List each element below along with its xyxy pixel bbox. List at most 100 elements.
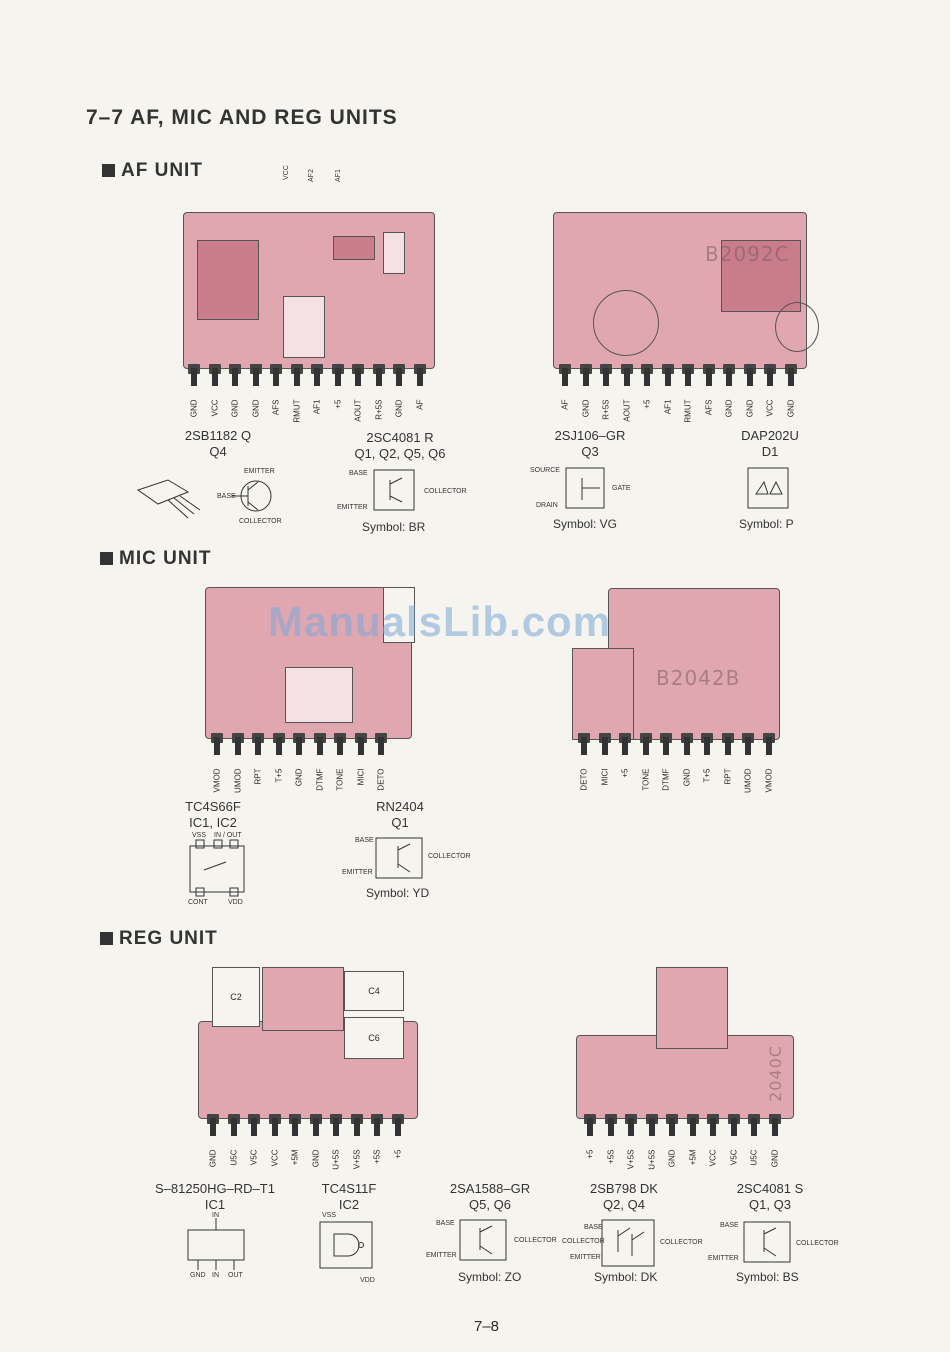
pin-lead [232, 368, 239, 386]
pin: +5 [615, 733, 636, 797]
pin: U+5S [326, 1114, 347, 1178]
pin-label: SOURCE [530, 467, 560, 474]
pin: U+5S [642, 1114, 663, 1178]
pin-label: RPT [253, 768, 263, 785]
pin: VCC [205, 364, 226, 428]
pin: TONE [636, 733, 657, 797]
pin: GND [306, 1114, 327, 1178]
pin: MICI [595, 733, 616, 797]
pin: AF [555, 364, 576, 428]
pin: RPT [718, 733, 739, 797]
pin-label: GND [682, 768, 692, 787]
component-pad [333, 236, 375, 260]
pin-lead [587, 1118, 594, 1136]
pin-lead [664, 368, 671, 386]
pin-lead [230, 1118, 237, 1136]
pin: GND [662, 1114, 683, 1178]
pin: VMOD [207, 733, 228, 797]
pin-label: VCC [210, 399, 220, 417]
pin-lead [607, 1118, 614, 1136]
pin-label: VSS [322, 1212, 337, 1219]
pin-label: DRAIN [536, 502, 558, 509]
pin-label: IN [212, 1272, 219, 1279]
pin-label: +5 [393, 1149, 403, 1159]
pin: UMOD [738, 733, 759, 797]
capacitor-c6: C6 [344, 1017, 404, 1059]
npn-symbol-icon [743, 1221, 791, 1263]
pin-label: GND [189, 399, 199, 418]
pin-lead [581, 737, 588, 755]
pin-label: U5C [749, 1149, 759, 1166]
pin-label: COLLECTOR [428, 853, 471, 860]
pin: U5C [224, 1114, 245, 1178]
pin-label: AOUT [353, 399, 363, 422]
pin: +5M [285, 1114, 306, 1178]
pin: DTMF [310, 733, 331, 797]
pin: GND [289, 733, 310, 797]
pcb-outline [572, 648, 634, 740]
analog-switch-symbol-icon [189, 839, 245, 897]
pin-label: VDD [228, 899, 243, 906]
pin-lead [745, 737, 752, 755]
pin: +5S [367, 1114, 388, 1178]
pin-label: +5 [333, 399, 343, 409]
pin-lead [378, 737, 385, 755]
pin-label: TONE [335, 768, 345, 791]
pin: GND [203, 1114, 224, 1178]
pin-lead [724, 737, 731, 755]
bullet-square-icon [100, 552, 113, 565]
pin: MICI [351, 733, 372, 797]
capacitor-outline [593, 290, 659, 356]
pin: GND [781, 364, 802, 428]
pin-label: TONE [641, 768, 651, 791]
pin-lead [191, 368, 198, 386]
pin-lead [296, 737, 303, 755]
pin-label: AF1 [312, 399, 322, 415]
pin-label: V+5S [352, 1149, 362, 1170]
pin-label: VMOD [212, 768, 222, 793]
pin: RPT [248, 733, 269, 797]
pin-label: COLLECTOR [660, 1239, 703, 1246]
af-unit-board-right: B2092C [553, 212, 819, 372]
pin-lead [644, 368, 651, 386]
pin-label: GND [770, 1149, 780, 1168]
pin: UMOD [228, 733, 249, 797]
pin-label: V5C [729, 1149, 739, 1166]
pin: DETO [371, 733, 392, 797]
pin-label: BASE [355, 837, 374, 844]
pin-label: EMITTER [426, 1252, 457, 1259]
pin: R+5S [369, 364, 390, 428]
pin: T+5 [697, 733, 718, 797]
pin-lead [601, 737, 608, 755]
pin: AF [410, 364, 431, 428]
capacitor-outline [383, 587, 415, 643]
pin: AF1 [658, 364, 679, 428]
af-unit-board-left [183, 212, 435, 372]
pin-label: GND [208, 1149, 218, 1168]
pin-lead [746, 368, 753, 386]
symbol-code: Symbol: YD [366, 886, 430, 900]
pin: AF1 [307, 364, 328, 428]
reg-unit-board-right: 2040C [576, 963, 798, 1123]
pin-lead [685, 368, 692, 386]
pin-lead [293, 368, 300, 386]
pin-lead [214, 737, 221, 755]
pin-label: DETO [579, 768, 589, 791]
pin: GND [765, 1114, 786, 1178]
pin-label: GND [786, 399, 796, 418]
pin-label: VDD [360, 1277, 375, 1284]
pin-lead [726, 368, 733, 386]
pin-lead [251, 1118, 258, 1136]
pin-label: BASE [217, 493, 236, 500]
pin-lead [767, 368, 774, 386]
capacitor-c2: C2 [212, 967, 260, 1027]
pin: V5C [724, 1114, 745, 1178]
pin-label: T+5 [702, 768, 712, 783]
bullet-square-icon [102, 164, 115, 177]
pin-lead [234, 737, 241, 755]
pin: GND [740, 364, 761, 428]
